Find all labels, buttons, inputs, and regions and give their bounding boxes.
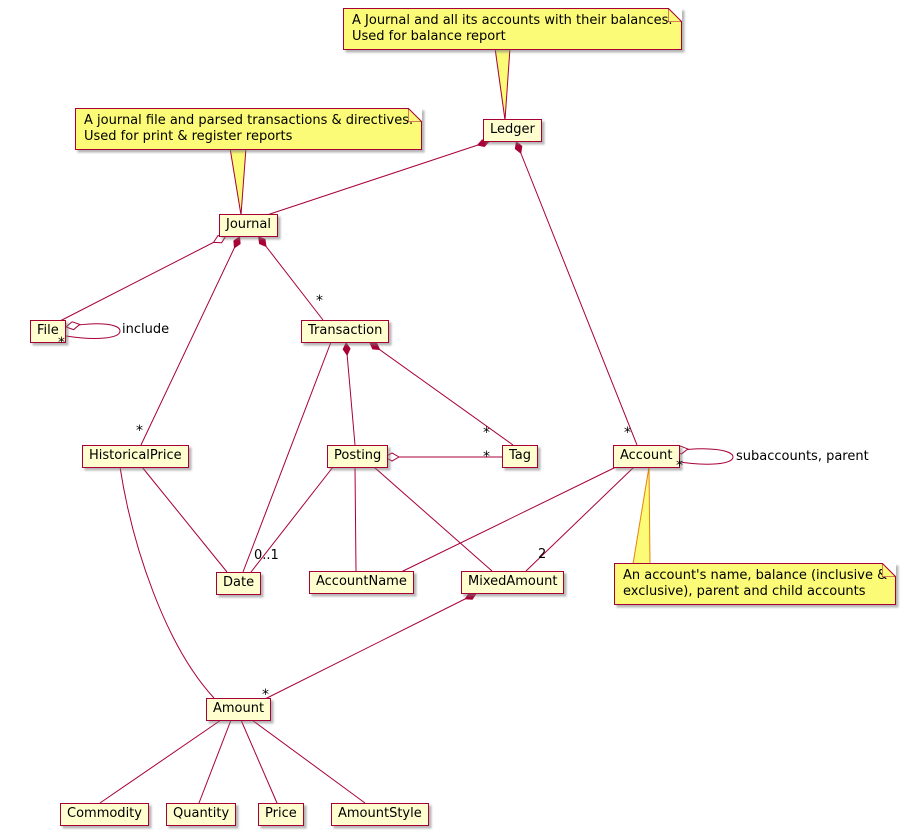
edge-transaction-posting [342,341,356,446]
note-account: An account's name, balance (inclusive & … [614,563,897,605]
edge-account-self-loop [673,445,734,465]
note-account-line2: exclusive), parent and child accounts [623,584,866,599]
edge-transaction-date [242,341,332,573]
edge-file-self-loop [65,321,121,339]
class-historicalprice: HistoricalPrice [82,445,189,468]
multiplicity-account-ledger: * [624,425,631,441]
multiplicity-account-mixedamount: 2 [538,547,547,562]
class-amountstyle: AmountStyle [331,803,429,826]
note-journal-line1: A journal file and parsed transactions &… [84,113,414,128]
class-journal: Journal [219,214,278,237]
note-fold-icon [667,8,682,22]
note-connector-account [632,466,651,565]
note-ledger-line2: Used for balance report [352,29,506,44]
note-fold-icon [408,108,423,122]
edge-historicalprice-amount [119,466,215,699]
class-transaction: Transaction [301,320,390,343]
note-account-line1: An account's name, balance (inclusive & [623,568,888,583]
class-commodity: Commodity [60,803,149,826]
multiplicity-historicalprice: * [136,423,143,439]
edge-amount-commodity [99,719,222,804]
multiplicity-tag-transaction: * [483,425,490,441]
edge-posting-accountname [354,466,357,572]
note-fold-icon [882,563,897,577]
class-ledger: Ledger [483,119,542,142]
class-price: Price [258,803,304,826]
class-posting: Posting [327,445,389,468]
note-journal: A journal file and parsed transactions &… [75,108,423,150]
edge-account-mixedamount [525,466,635,572]
edge-ledger-journal [266,139,491,216]
multiplicity-account-loop: * [676,458,683,474]
edge-journal-file [59,235,227,322]
edge-posting-date [250,466,334,573]
multiplicity-transaction: * [316,293,323,309]
class-tag: Tag [502,445,539,468]
multiplicity-tag-posting: * [483,449,490,465]
edge-ledger-account [514,140,638,446]
edge-amount-price [240,719,278,804]
class-date: Date [216,572,262,595]
edge-transaction-tag [368,341,514,446]
class-mixedamount: MixedAmount [461,571,565,594]
edge-posting-mixedamount [373,466,493,572]
edge-mixedamount-amount [262,592,478,701]
multiplicity-posting-date: 0..1 [254,548,279,563]
class-file: File [30,320,66,343]
note-ledger-line1: A Journal and all its accounts with thei… [352,13,673,28]
class-account: Account [613,445,680,468]
label-include: include [122,322,170,337]
edge-journal-transaction [257,235,324,321]
note-connector-ledger [494,47,511,121]
note-connector-journal [229,147,247,216]
class-quantity: Quantity [166,803,237,826]
edge-amount-amountstyle [251,719,366,804]
edge-journal-historicalprice [140,235,241,446]
class-amount: Amount [206,698,272,721]
edge-account-accountname [398,466,617,574]
label-subaccounts-parent: subaccounts, parent [736,449,869,464]
multiplicity-file-loop: * [58,335,65,351]
edge-amount-quantity [198,719,232,804]
note-ledger: A Journal and all its accounts with thei… [343,8,682,50]
edge-historicalprice-date [141,466,228,573]
multiplicity-mixedamount-amount: * [262,687,269,703]
class-accountname: AccountName [309,571,414,594]
note-journal-line2: Used for print & register reports [84,129,293,144]
